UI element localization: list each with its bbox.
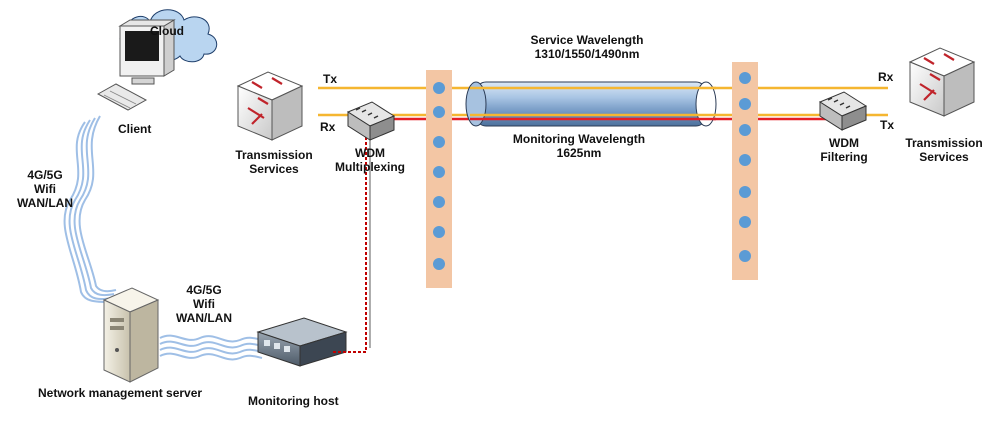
wdm-filtering-line-1: WDM xyxy=(829,136,859,150)
monitoring-host-label: Monitoring host xyxy=(248,394,339,408)
transmission-services-right-icon xyxy=(908,47,976,117)
transmission-services-right-line-1: Transmission xyxy=(905,136,983,150)
transmission-services-left-line-2: Services xyxy=(249,162,299,176)
wdm-filtering-line-2: Filtering xyxy=(820,150,868,164)
client-link-label-line-3: WAN/LAN xyxy=(17,196,73,210)
wdm-filtering-label: WDM Filtering xyxy=(812,136,876,164)
tx-left-label: Tx xyxy=(323,72,338,86)
monitoring-host-icon xyxy=(256,317,348,367)
wdm-filter-icon xyxy=(818,91,868,131)
transmission-services-left-line-1: Transmission xyxy=(235,148,313,162)
client-label: Client xyxy=(118,122,152,136)
tx-right-label: Tx xyxy=(880,118,895,132)
server-link-label-line-3: WAN/LAN xyxy=(176,311,232,325)
monitoring-wavelength-line-1: Monitoring Wavelength xyxy=(512,132,646,146)
rx-right-label: Rx xyxy=(878,70,894,84)
transmission-services-left-label: Transmission Services xyxy=(226,148,322,176)
pillar-right-dots xyxy=(739,72,751,262)
server-host-wireless-link xyxy=(159,334,263,361)
pillar-left xyxy=(426,70,452,288)
wdm-multiplexing-line-1: WDM xyxy=(355,146,385,160)
pillar-right xyxy=(732,62,758,280)
cloud-label: Cloud xyxy=(150,24,184,38)
rx-left-label: Rx xyxy=(320,120,336,134)
client-wireless-link xyxy=(63,115,117,303)
monitoring-fiber-dashed xyxy=(332,132,367,353)
transmission-services-right-label: Transmission Services xyxy=(896,136,992,164)
wdm-multiplexing-label: WDM Multiplexing xyxy=(326,146,414,174)
network-management-server-label: Network management server xyxy=(38,386,203,400)
client-link-label: 4G/5G Wifi WAN/LAN xyxy=(6,168,84,210)
server-icon xyxy=(102,287,160,383)
fiber-lines-over xyxy=(470,86,716,121)
client-computer-icon xyxy=(96,19,176,111)
wdm-multiplexer-icon xyxy=(346,101,396,141)
monitoring-wavelength-label: Monitoring Wavelength 1625nm xyxy=(494,132,664,160)
service-wavelength-line-1: Service Wavelength xyxy=(530,33,644,47)
service-wavelength-line-2: 1310/1550/1490nm xyxy=(534,47,640,61)
pillar-left-dots xyxy=(433,82,445,270)
client-link-label-line-1: 4G/5G xyxy=(27,168,63,182)
transmission-services-left-icon xyxy=(236,71,304,141)
server-link-label-line-2: Wifi xyxy=(193,297,215,311)
server-link-label-line-1: 4G/5G xyxy=(186,283,222,297)
server-link-label: 4G/5G Wifi WAN/LAN xyxy=(166,283,242,325)
client-link-label-line-2: Wifi xyxy=(34,182,56,196)
wdm-multiplexing-line-2: Multiplexing xyxy=(335,160,405,174)
monitoring-wavelength-line-2: 1625nm xyxy=(556,146,602,160)
transmission-services-right-line-2: Services xyxy=(919,150,969,164)
service-wavelength-label: Service Wavelength 1310/1550/1490nm xyxy=(504,33,670,61)
